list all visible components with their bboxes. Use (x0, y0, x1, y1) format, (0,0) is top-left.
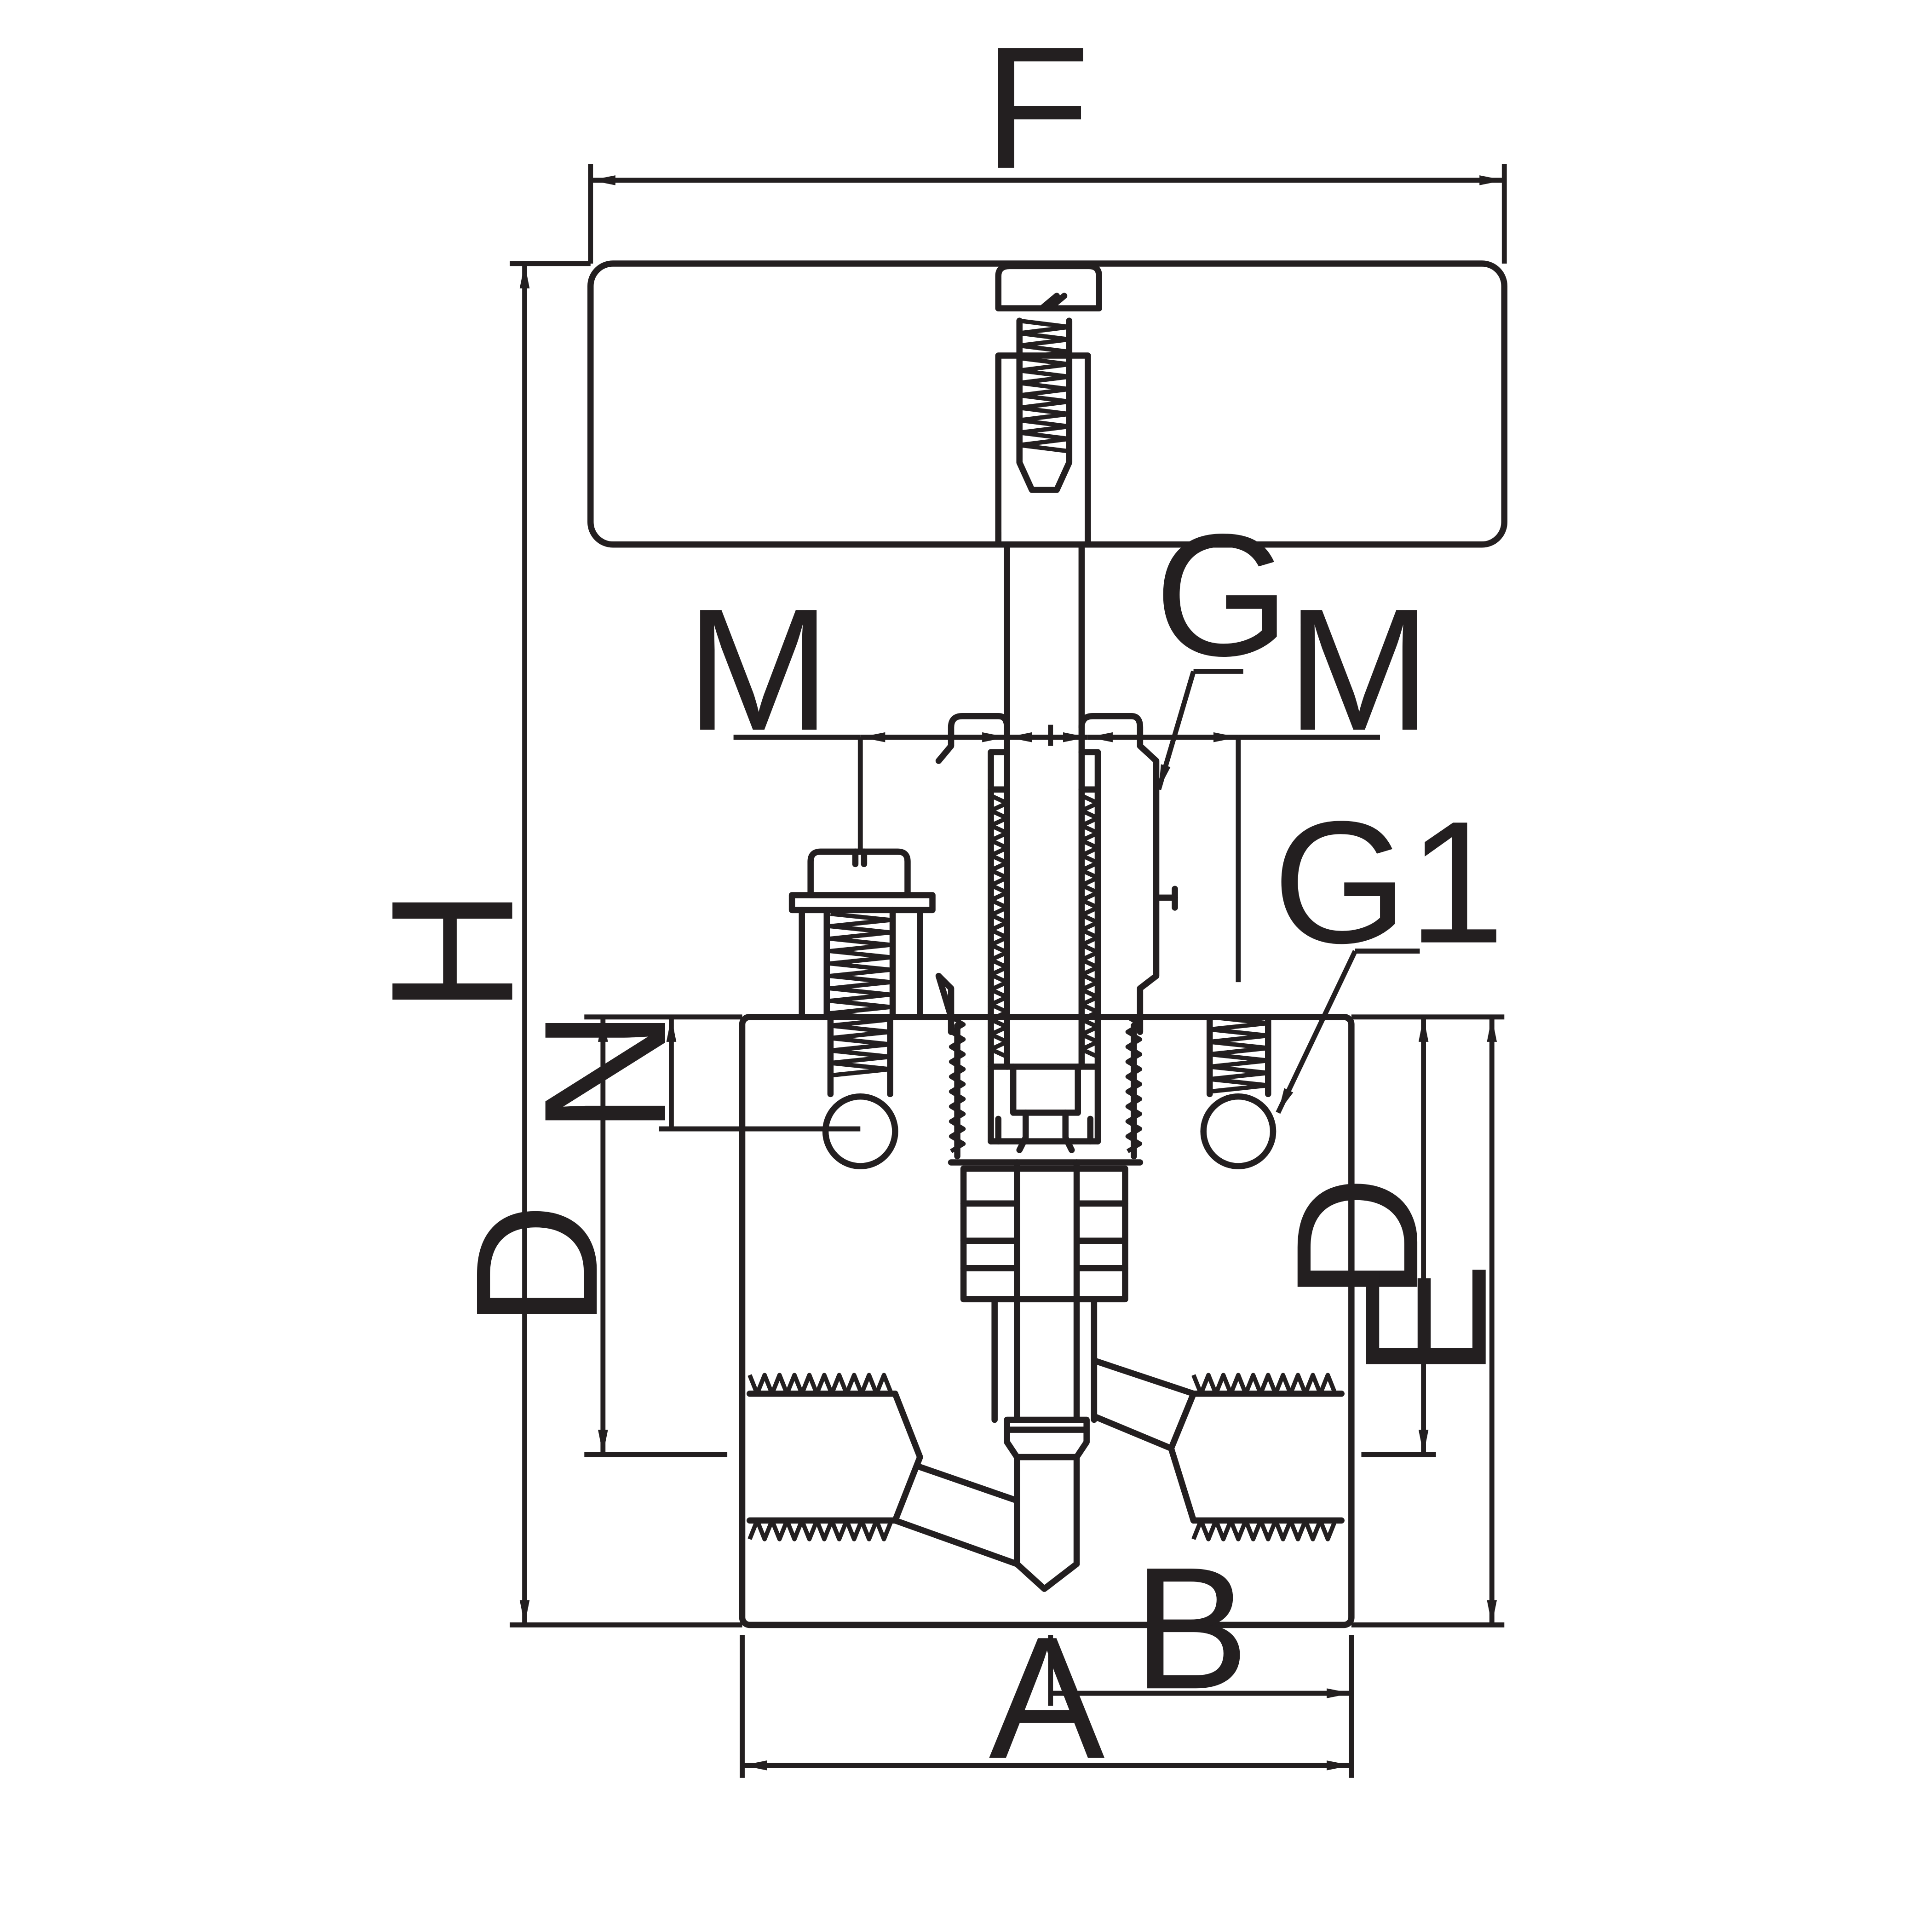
label-e: E (1328, 1262, 1523, 1378)
bonnet (935, 713, 1178, 1166)
valve-stem (1004, 541, 1085, 730)
label-n: N (508, 1009, 702, 1134)
label-d-left: D (439, 1203, 634, 1328)
packing-gland (960, 1165, 1128, 1423)
dimension-labels: F G M M G1 H N D D E B A (355, 11, 1523, 1795)
right-port-thread (1093, 1358, 1345, 1541)
label-a: A (989, 1601, 1105, 1795)
label-g: G (1155, 498, 1290, 692)
label-m-left: M (686, 572, 831, 767)
label-m-right: M (1286, 572, 1431, 767)
left-port-thread (746, 1373, 1020, 1567)
label-g1: G1 (1273, 785, 1505, 980)
label-f: F (983, 11, 1090, 205)
t-handle (587, 260, 1508, 548)
right-mounting-hole (1200, 1014, 1276, 1169)
dimension-lines (510, 164, 1507, 1778)
left-mounting-screw (788, 848, 936, 1169)
label-b: B (1133, 1531, 1249, 1725)
label-h: H (355, 888, 550, 1014)
needle-tip (1004, 1159, 1090, 1592)
label-d-right: D (1260, 1175, 1455, 1301)
